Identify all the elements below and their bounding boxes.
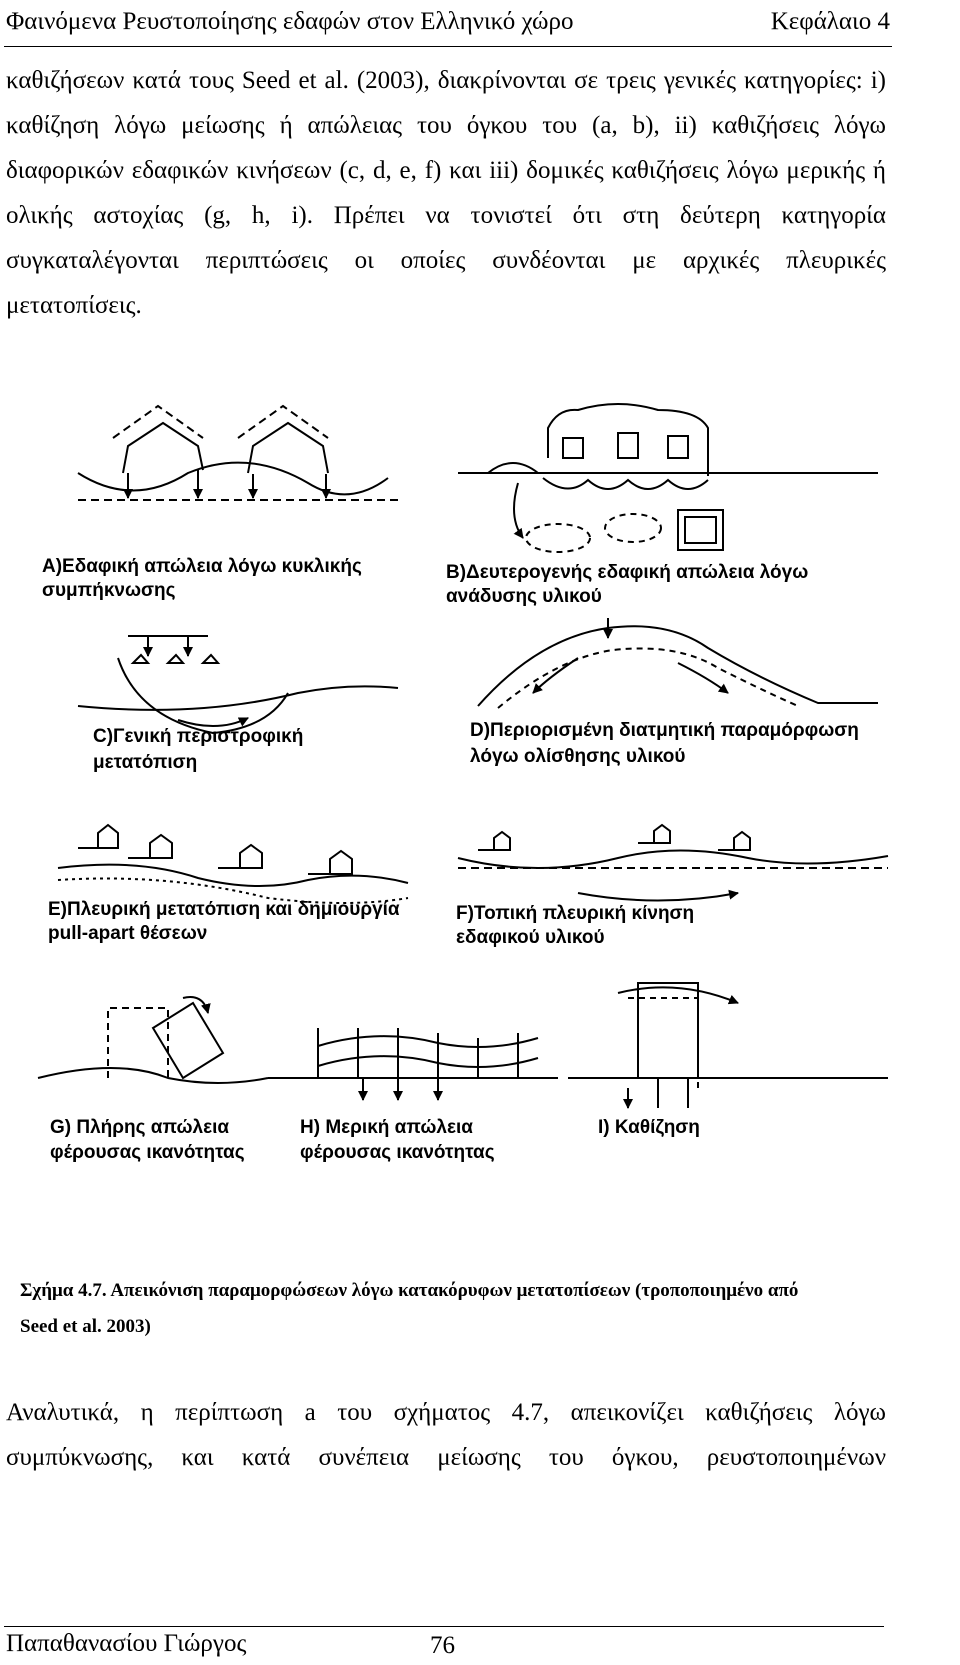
footer-divider — [4, 1626, 884, 1627]
label-a-line1: A)Εδαφική απώλεια λόγω κυκλικής — [42, 556, 362, 577]
panel-h-drawing — [268, 1028, 558, 1101]
label-b-line2: ανάδυσης υλικού — [446, 586, 602, 607]
page-header: Φαινόμενα Ρευστοποίησης εδαφών στον Ελλη… — [4, 0, 892, 47]
label-h-line2: φέρουσας ικανότητας — [300, 1142, 495, 1163]
panel-e-drawing — [57, 823, 409, 904]
text-line: συγκαταλέγονται περιπτώσεις οι οποίες συ… — [6, 247, 886, 274]
label-i-line1: I) Καθίζηση — [598, 1117, 700, 1138]
panel-b-drawing — [458, 403, 878, 553]
text-line: μετατοπίσεις. — [6, 292, 142, 319]
label-g-line2: φέρουσας ικανότητας — [50, 1142, 245, 1163]
panel-d-drawing — [477, 618, 878, 709]
label-e-line1: E)Πλευρική μετατόπιση και δημιουργία — [48, 899, 400, 920]
text-line: συμπύκνωσης, και κατά συνέπεια μείωσης τ… — [6, 1444, 886, 1471]
label-c-line1: C)Γενική περιστροφική — [93, 726, 303, 747]
label-b-line1: B)Δευτερογενής εδαφική απώλεια λόγω — [446, 562, 808, 583]
panel-f-drawing — [457, 823, 889, 902]
panel-i-drawing — [568, 982, 888, 1109]
text-line: Αναλυτικά, η περίπτωση a του σχήματος 4.… — [6, 1399, 886, 1426]
label-d-line2: λόγω ολίσθησης υλικού — [470, 746, 685, 767]
label-f-line1: F)Τοπική πλευρική κίνηση — [456, 903, 694, 924]
label-c-line2: μετατόπιση — [93, 752, 197, 773]
text-line: καθιζήσεων κατά τους Seed et al. (2003),… — [6, 67, 886, 94]
caption-line-1: Σχήμα 4.7. Απεικόνιση παραμορφώσεων λόγω… — [20, 1280, 799, 1301]
label-a-line2: συμπήκνωσης — [42, 580, 176, 601]
text-line: ολικής αστοχίας (g, h, i). Πρέπει να τον… — [6, 202, 886, 229]
page-number: 76 — [430, 1632, 455, 1659]
label-g-line1: G) Πλήρης απώλεια — [50, 1117, 229, 1138]
text-line: καθίζηση λόγω μείωσης ή απώλειας του όγκ… — [6, 112, 886, 139]
label-h-line1: H) Μερική απώλεια — [300, 1117, 473, 1138]
panel-a-drawing — [77, 404, 398, 501]
label-e-line2: pull-apart θέσεων — [48, 923, 207, 944]
header-chapter: Κεφάλαιο 4 — [770, 8, 890, 35]
label-f-line2: εδαφικού υλικού — [456, 927, 605, 948]
text-line: διαφορικών εδαφικών κινήσεων (c, d, e, f… — [6, 157, 886, 184]
caption-line-2: Seed et al. 2003) — [20, 1316, 151, 1337]
panel-g-drawing — [37, 996, 269, 1084]
footer-author: Παπαθανασίου Γιώργος — [6, 1630, 247, 1657]
figure-caption: Σχήμα 4.7. Απεικόνιση παραμορφώσεων λόγω… — [20, 1273, 930, 1345]
paragraph-1: καθιζήσεων κατά τους Seed et al. (2003),… — [6, 58, 886, 328]
panel-c-drawing — [77, 635, 399, 735]
header-title: Φαινόμενα Ρευστοποίησης εδαφών στον Ελλη… — [6, 8, 574, 35]
label-d-line1: D)Περιορισμένη διατμητική παραμόρφωση — [470, 720, 859, 741]
paragraph-2: Αναλυτικά, η περίπτωση a του σχήματος 4.… — [6, 1390, 886, 1480]
settlement-figure: A)Εδαφική απώλεια λόγω κυκλικής συμπήκνω… — [37, 403, 889, 1163]
